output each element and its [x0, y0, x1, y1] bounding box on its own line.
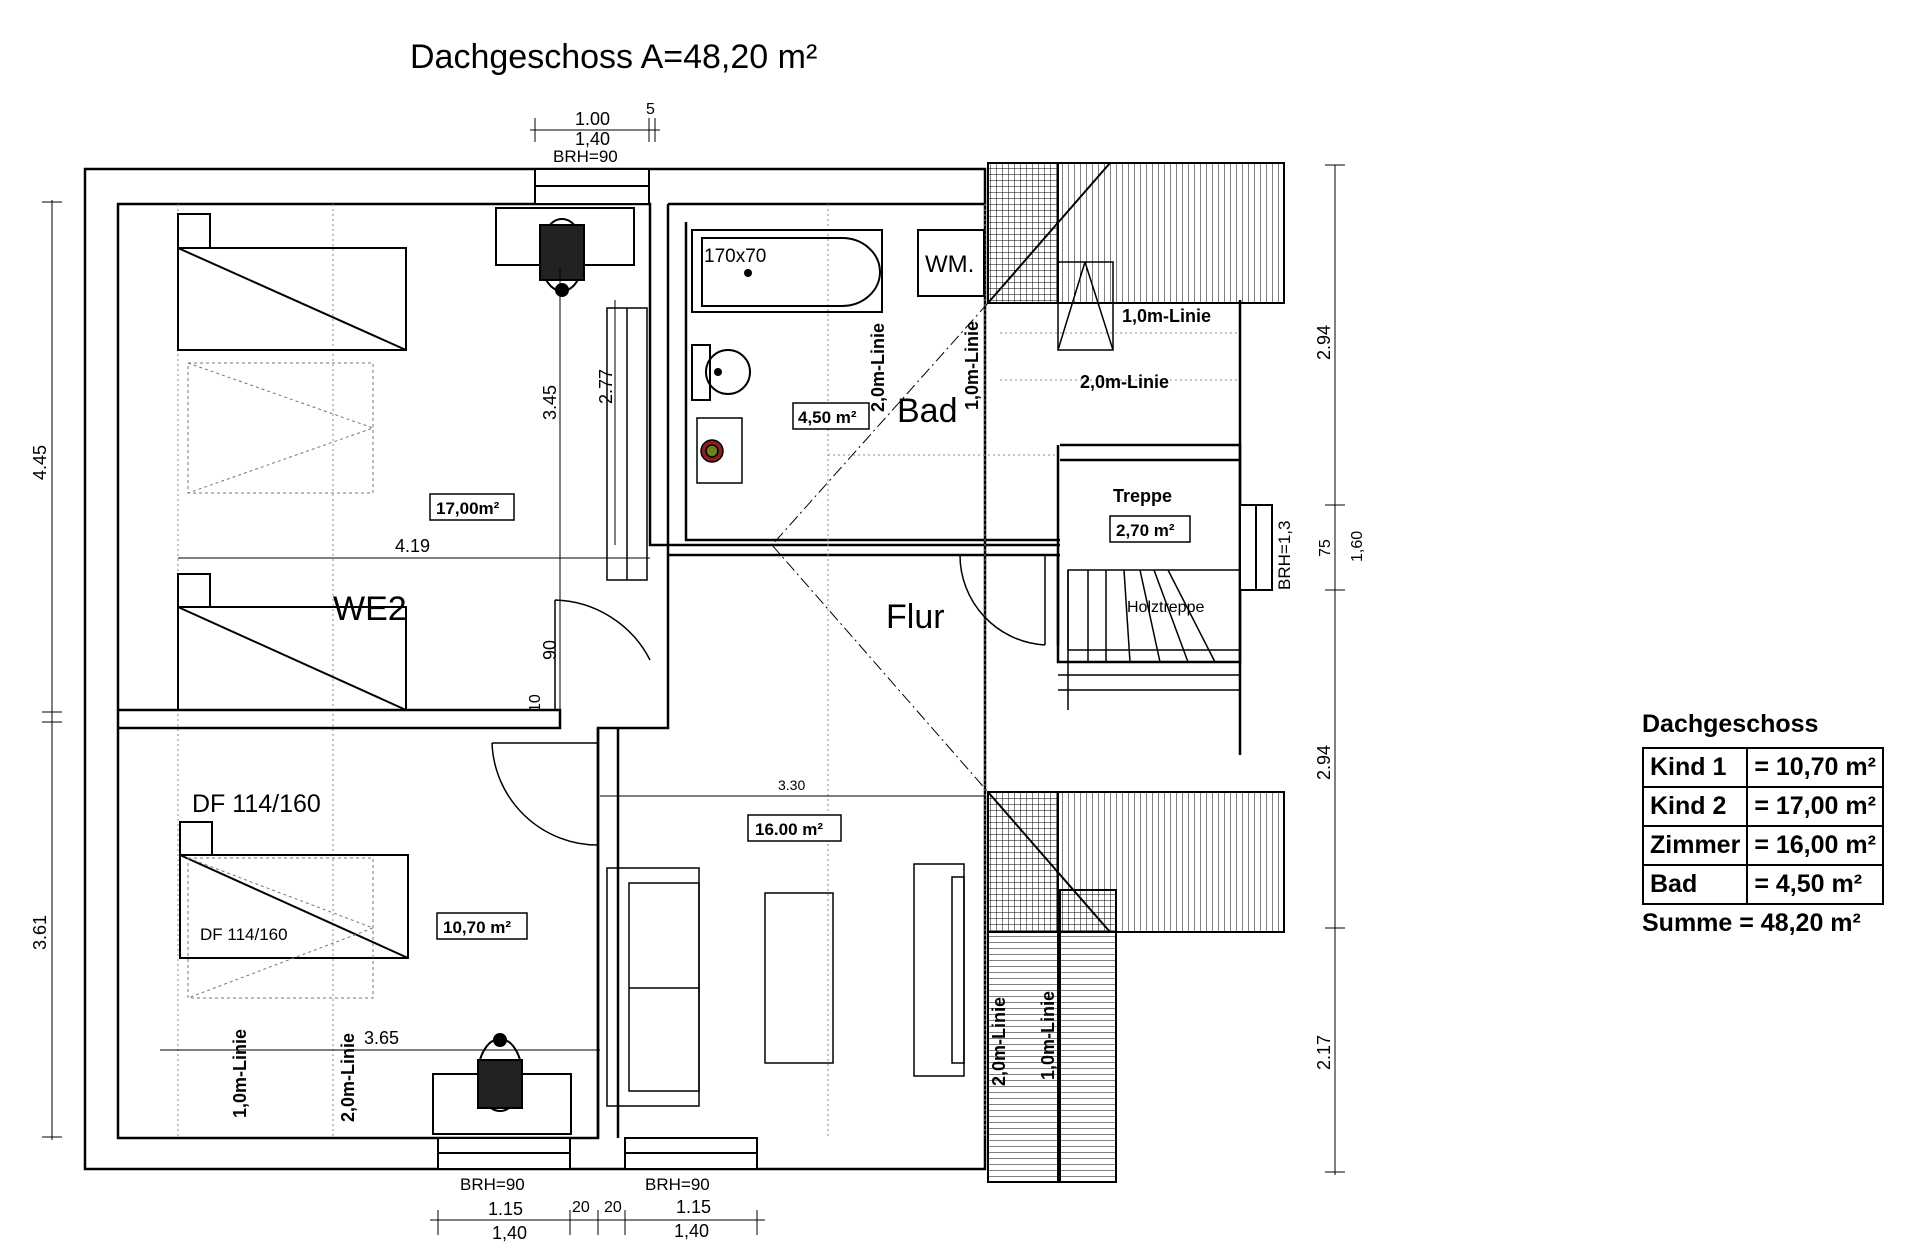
dimension-lines	[42, 118, 1345, 1235]
dim-top-100: 1.00	[575, 109, 610, 129]
dim-right-294b: 2.94	[1314, 745, 1334, 780]
washing-machine	[917, 229, 985, 297]
summary-table: Kind 1 = 10,70 m² Kind 2 = 17,00 m² Zimm…	[1641, 747, 1884, 905]
dim-top-brh: BRH=90	[553, 147, 618, 166]
bathtub	[691, 229, 883, 313]
dim-right-75: 75	[1317, 539, 1334, 557]
dim-10: 10	[527, 694, 544, 712]
label-skylight-inner: DF 114/160	[200, 925, 288, 944]
summary-room-name: Bad	[1641, 864, 1749, 905]
label-1m-line-bath: 1,0m-Linie	[962, 321, 982, 410]
sideboard	[913, 863, 965, 1077]
area-bad: 4,50 m²	[798, 408, 857, 427]
dim-365: 3.65	[364, 1028, 399, 1048]
label-bathtub: 170x70	[704, 246, 766, 267]
dim-left-445: 4.45	[30, 445, 50, 480]
dim-bot-115a: 1.15	[488, 1199, 523, 1219]
dim-90: 90	[540, 640, 560, 660]
table-row: Kind 2 = 17,00 m²	[1641, 786, 1884, 827]
area-kind1: 10,70 m²	[443, 918, 511, 937]
summary-room-area: = 17,00 m²	[1746, 786, 1884, 827]
dim-345: 3.45	[540, 385, 560, 420]
sofa	[606, 867, 700, 1107]
area-summary: Dachgeschoss Kind 1 = 10,70 m² Kind 2 = …	[1641, 710, 1884, 938]
dim-right-160: 1,60	[1349, 531, 1366, 562]
coffee-table	[764, 892, 834, 1064]
area-kind2: 17,00m²	[436, 499, 500, 518]
dim-bot-140a: 1,40	[492, 1223, 527, 1243]
label-washing-machine: WM.	[925, 251, 974, 278]
dim-bot-brh-a: BRH=90	[460, 1175, 525, 1194]
dim-right-294a: 2.94	[1314, 325, 1334, 360]
label-2m-line-top: 2,0m-Linie	[1080, 372, 1169, 392]
area-boxes	[429, 402, 1191, 940]
dim-top-5: 5	[646, 101, 655, 118]
label-1m-line-top: 1,0m-Linie	[1122, 306, 1211, 326]
summary-total: Summe = 48,20 m²	[1642, 909, 1861, 937]
label-1m-line-right: 1,0m-Linie	[1038, 991, 1058, 1080]
dim-bot-brh-b: BRH=90	[645, 1175, 710, 1194]
desk-bottom	[432, 1033, 572, 1135]
summary-room-name: Zimmer	[1641, 825, 1749, 866]
summary-room-area: = 10,70 m²	[1746, 747, 1884, 788]
dim-right-brh13: BRH=1,3	[1275, 521, 1294, 590]
wardrobe	[606, 307, 648, 581]
dim-277: 2.77	[596, 369, 616, 404]
toilet	[691, 344, 751, 401]
room-label-treppe: Treppe	[1113, 486, 1172, 506]
roof-ridge-lines	[771, 302, 989, 793]
doors	[491, 554, 1046, 846]
bed-top	[177, 213, 407, 351]
sink	[696, 417, 743, 484]
bed-middle	[177, 573, 407, 711]
label-2m-line-bottom: 2,0m-Linie	[338, 1033, 358, 1122]
dim-330: 3.30	[778, 777, 805, 793]
dim-left-361: 3.61	[30, 915, 50, 950]
outer-walls	[83, 167, 987, 1171]
summary-room-name: Kind 2	[1641, 786, 1749, 827]
floor-plan: WE2 Bad Flur Treppe Holztreppe WM. 170x7…	[30, 101, 1366, 1243]
desk-top	[495, 207, 635, 297]
label-2m-line-right: 2,0m-Linie	[989, 997, 1009, 1086]
skylights	[187, 362, 375, 999]
table-row: Bad = 4,50 m²	[1641, 864, 1884, 905]
roof-dormer-top	[987, 162, 1285, 304]
dim-bot-20a: 20	[572, 1199, 590, 1216]
summary-room-area: = 16,00 m²	[1746, 825, 1884, 866]
dim-right-217: 2.17	[1314, 1035, 1334, 1070]
label-2m-line-bath: 2,0m-Linie	[868, 323, 888, 412]
dim-419: 4.19	[395, 536, 430, 556]
roof-dormer-bottom	[987, 791, 1285, 1183]
dim-bot-140b: 1,40	[674, 1221, 709, 1241]
dim-bot-20b: 20	[604, 1199, 622, 1216]
dim-top-140: 1,40	[575, 129, 610, 149]
table-row: Kind 1 = 10,70 m²	[1641, 747, 1884, 788]
area-treppe: 2,70 m²	[1116, 521, 1175, 540]
windows	[437, 168, 1273, 1170]
stairs	[1058, 569, 1241, 710]
summary-room-area: = 4,50 m²	[1746, 864, 1884, 905]
label-1m-line-bottom: 1,0m-Linie	[230, 1029, 250, 1118]
room-label-bad: Bad	[897, 392, 958, 430]
summary-room-name: Kind 1	[1641, 747, 1749, 788]
inner-walls	[118, 222, 1242, 1138]
table-row: Zimmer = 16,00 m²	[1641, 825, 1884, 866]
plan-title: Dachgeschoss A=48,20 m²	[410, 38, 818, 76]
label-holztreppe: Holztreppe	[1127, 599, 1204, 616]
dim-bot-115b: 1.15	[676, 1197, 711, 1217]
summary-heading: Dachgeschoss	[1642, 710, 1819, 738]
area-zimmer: 16.00 m²	[755, 820, 823, 839]
room-label-we2: WE2	[333, 590, 407, 628]
chimney	[1057, 261, 1114, 351]
label-skylight: DF 114/160	[192, 790, 321, 818]
room-label-flur: Flur	[886, 598, 945, 636]
